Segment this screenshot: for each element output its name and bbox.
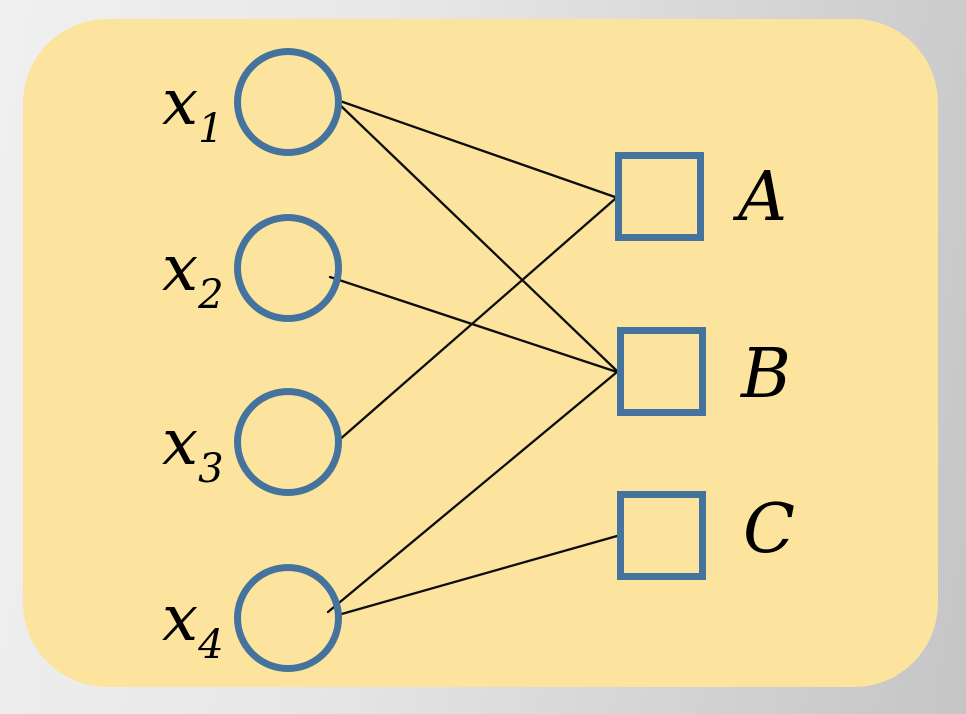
- node-label-letter-x2: x: [162, 232, 198, 306]
- edge-x4-C: [336, 534, 619, 617]
- node-label-x2: x2: [162, 232, 224, 318]
- node-label-subscript-x1: 1: [198, 106, 223, 152]
- node-label-x1: x1: [162, 66, 224, 152]
- node-label-letter-C: C: [743, 490, 795, 569]
- edge-x4-B: [326, 370, 619, 614]
- node-circle-x4: [234, 564, 342, 672]
- edge-x1-B: [338, 103, 619, 373]
- node-square-C: [617, 491, 706, 580]
- node-circle-x1: [234, 48, 342, 156]
- node-square-B: [617, 327, 706, 416]
- node-label-subscript-x4: 4: [197, 622, 223, 668]
- edge-x1-A: [338, 99, 617, 199]
- node-label-letter-x1: x: [162, 66, 198, 140]
- node-label-letter-B: B: [739, 335, 791, 414]
- node-label-A: A: [732, 158, 787, 237]
- node-label-letter-x3: x: [162, 406, 198, 480]
- node-circle-x3: [234, 388, 342, 496]
- node-label-x3: x3: [162, 406, 224, 492]
- node-label-B: B: [739, 335, 791, 414]
- node-label-C: C: [743, 490, 795, 569]
- node-label-letter-A: A: [732, 158, 787, 237]
- node-circle-x2: [234, 214, 342, 322]
- edge-x3-A: [336, 197, 617, 443]
- rounded-panel: [23, 19, 938, 687]
- node-square-A: [615, 152, 704, 241]
- node-label-subscript-x3: 3: [198, 446, 223, 492]
- node-label-subscript-x2: 2: [197, 272, 223, 318]
- node-label-x4: x4: [162, 582, 224, 668]
- edge-x2-B: [328, 275, 619, 374]
- node-label-letter-x4: x: [162, 582, 198, 656]
